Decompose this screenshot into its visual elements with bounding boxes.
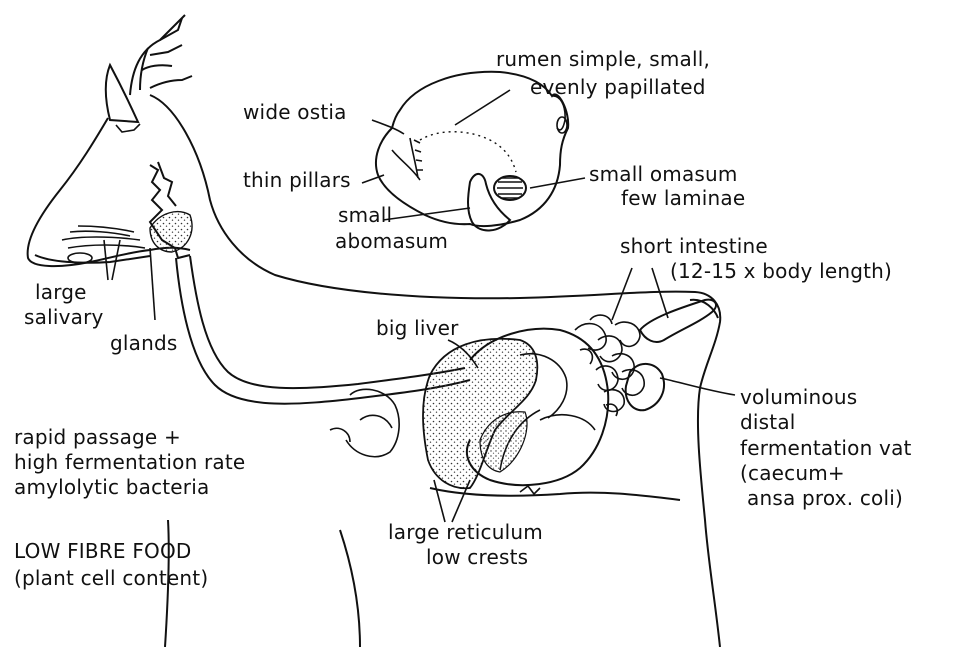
fermentation-vat-label-line1: voluminous (740, 385, 857, 409)
rumen-label-line2: evenly papillated (530, 75, 706, 99)
wide-ostia-label: wide ostia (243, 100, 347, 124)
fermentation-vat-label-line3: fermentation vat (740, 436, 912, 460)
rumen-label-line1: rumen simple, small, (496, 47, 710, 71)
salivary-label-line3: glands (110, 331, 178, 355)
short-intestine-label-line2: (12-15 x body length) (670, 259, 892, 283)
intestine-coils (575, 315, 644, 416)
short-intestine-label-line1: short intestine (620, 234, 768, 258)
thin-pillars-label: thin pillars (243, 168, 351, 192)
fermentation-vat-label-line4: (caecum+ (740, 461, 845, 485)
food-label-line1: LOW FIBRE FOOD (14, 539, 192, 563)
food-label-line2: (plant cell content) (14, 566, 208, 590)
big-liver-label: big liver (376, 316, 459, 340)
passage-label-line3: amylolytic bacteria (14, 475, 209, 499)
reticulum-label-line1: large reticulum (388, 520, 543, 544)
small-abomasum-label-line2: abomasum (335, 229, 448, 253)
fermentation-vat (626, 364, 664, 410)
salivary-label-line2: salivary (24, 305, 104, 329)
reticulum-label-line2: low crests (426, 545, 528, 569)
fermentation-vat-label-line2: distal (740, 410, 796, 434)
passage-label-line2: high fermentation rate (14, 450, 245, 474)
small-omasum-label-line2: few laminae (621, 186, 745, 210)
small-omasum-label-line1: small omasum (589, 162, 738, 186)
caecum (640, 300, 716, 342)
antlers (130, 15, 192, 95)
salivary-label-line1: large (35, 280, 87, 304)
small-abomasum-label-line1: small (338, 203, 392, 227)
fermentation-vat-label-line5: ansa prox. coli) (747, 486, 903, 510)
passage-label-line1: rapid passage + (14, 425, 181, 449)
